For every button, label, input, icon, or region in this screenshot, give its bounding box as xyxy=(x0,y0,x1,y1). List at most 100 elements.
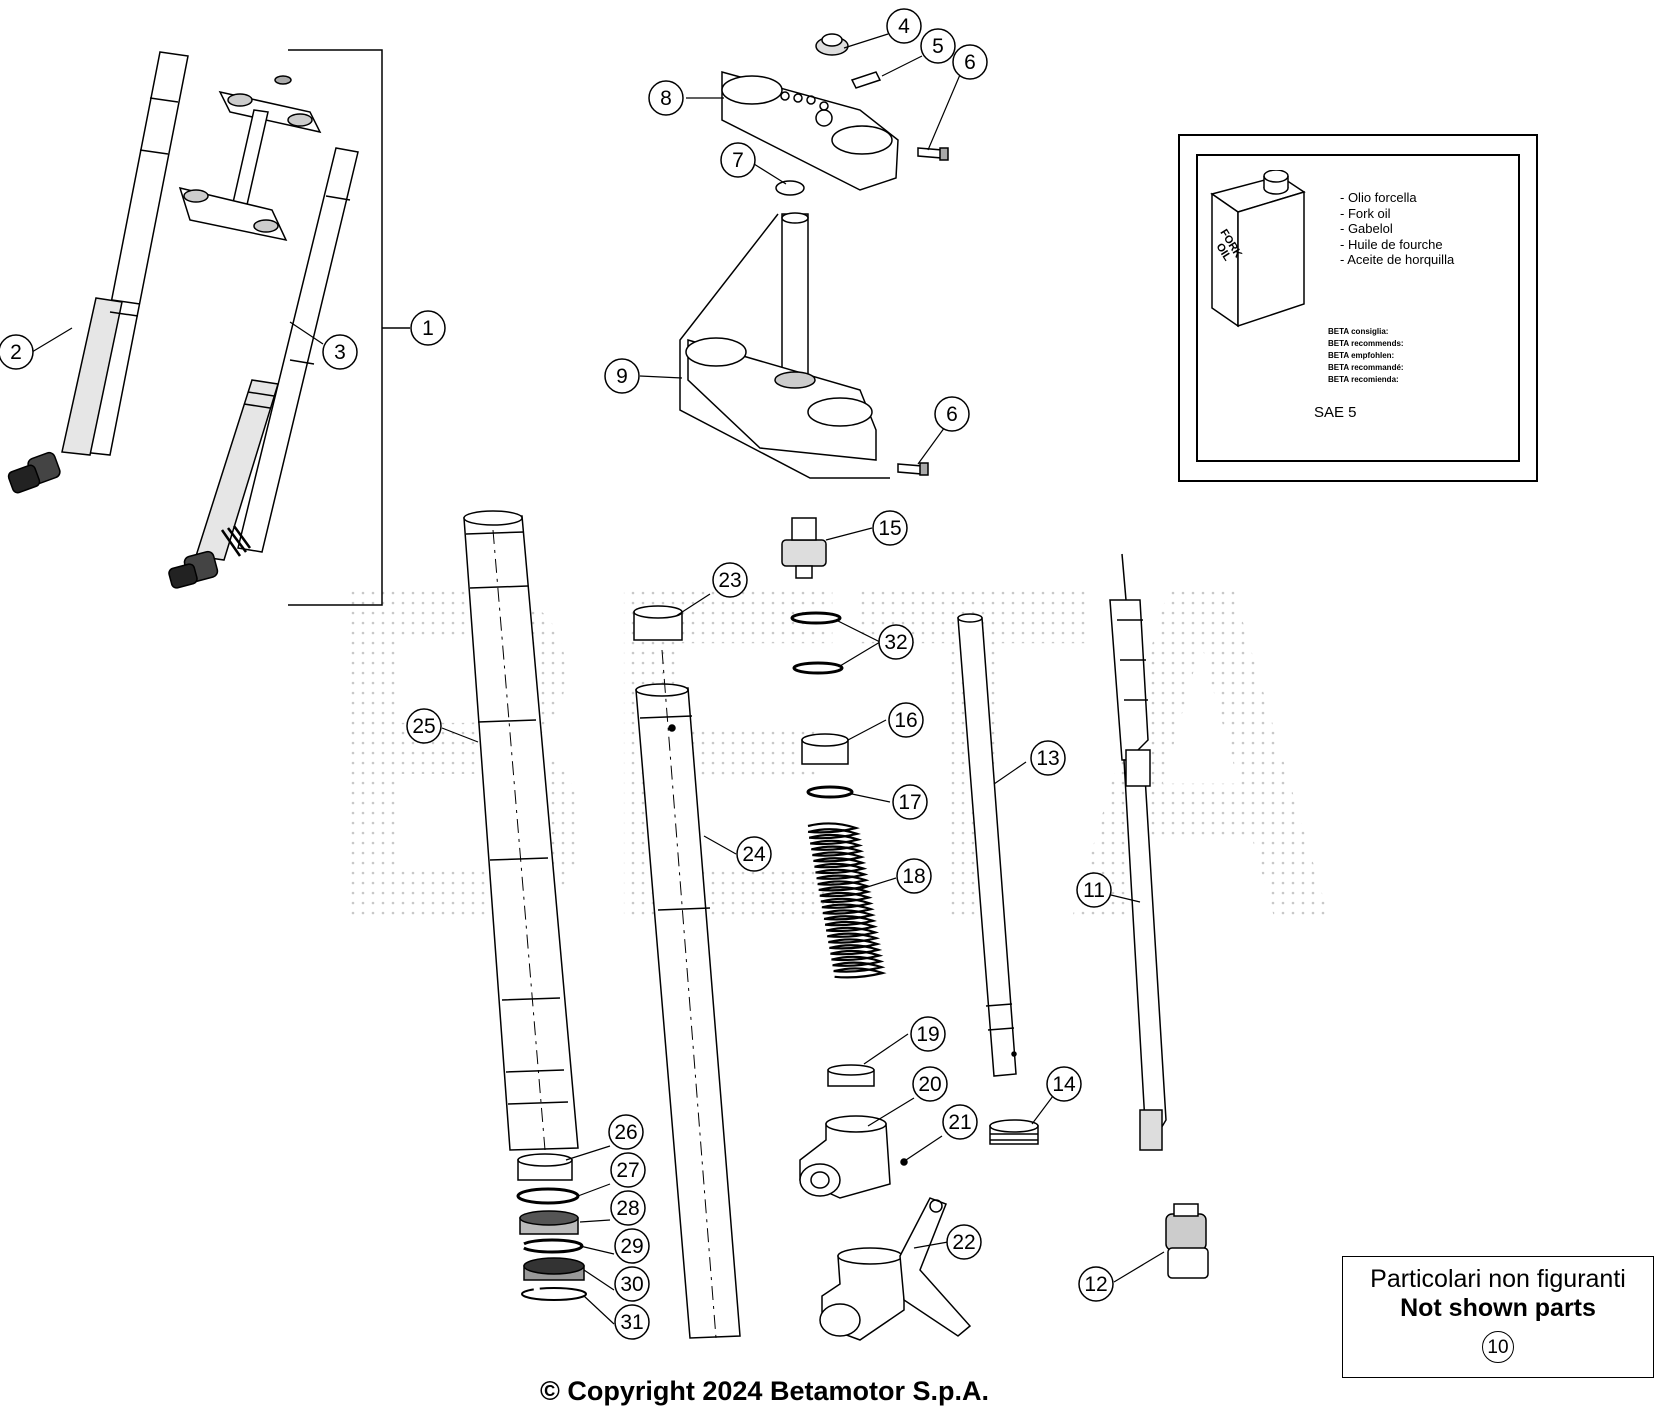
callout-23: 23 xyxy=(712,562,748,598)
callout-25: 25 xyxy=(406,708,442,744)
callouts: 1 2 3 4 5 6 7 8 9 6 15 23 32 16 13 25 17… xyxy=(0,8,1114,1340)
callout-28-label: 28 xyxy=(616,1197,639,1220)
callout-6-upper-label: 6 xyxy=(964,51,976,74)
callout-6-upper: 6 xyxy=(952,44,988,80)
washer-27 xyxy=(516,1187,580,1205)
callout-5-label: 5 xyxy=(932,35,944,58)
callout-5: 5 xyxy=(920,28,956,64)
fork-foot-22 xyxy=(819,1197,972,1341)
callout-23-label: 23 xyxy=(718,569,741,592)
callout-26: 26 xyxy=(608,1114,644,1150)
callout-4-label: 4 xyxy=(898,15,910,38)
clip-29 xyxy=(520,1238,584,1254)
recommends-es: BETA recomienda: xyxy=(1328,375,1399,384)
fork-leg-right xyxy=(168,147,359,589)
recommends-list: BETA consiglia: BETA recommends: BETA em… xyxy=(1328,326,1404,386)
callout-28: 28 xyxy=(610,1190,646,1226)
callout-24-label: 24 xyxy=(742,843,766,866)
callout-32-label: 32 xyxy=(884,631,907,654)
callout-1: 1 xyxy=(410,310,446,346)
callout-7-label: 7 xyxy=(732,149,744,172)
callout-1-label: 1 xyxy=(422,317,434,340)
dust-seal-30 xyxy=(523,1257,585,1281)
oil-name-de: - Gabelol xyxy=(1340,221,1393,236)
washer-32-upper xyxy=(790,611,842,625)
oil-name-en: - Fork oil xyxy=(1340,205,1391,221)
callout-17: 17 xyxy=(892,784,928,820)
callout-19-label: 19 xyxy=(916,1023,939,1046)
callout-10: 10 xyxy=(1482,1331,1514,1363)
cartridge-base xyxy=(1165,1203,1209,1279)
washer-32-lower xyxy=(792,661,844,675)
assembly-bracket xyxy=(288,49,410,606)
callout-8-label: 8 xyxy=(660,87,672,110)
bolt-6-lower xyxy=(897,462,929,476)
recommends-en: BETA recommends: xyxy=(1328,339,1404,348)
callout-9-label: 9 xyxy=(616,365,628,388)
fork-leg-left xyxy=(7,51,189,494)
fork-foot-20 xyxy=(799,1115,891,1199)
oil-names: - Olio forcella - Fork oil - Gabelol - H… xyxy=(1340,190,1454,268)
callout-24: 24 xyxy=(736,836,772,872)
callout-18-label: 18 xyxy=(902,865,925,888)
not-shown-label-en: Not shown parts xyxy=(1400,1294,1596,1322)
callout-14: 14 xyxy=(1046,1066,1082,1102)
callout-32: 32 xyxy=(878,624,914,660)
inner-tube xyxy=(635,649,741,1339)
o-ring xyxy=(775,180,805,196)
callout-14-label: 14 xyxy=(1052,1073,1076,1096)
callout-3: 3 xyxy=(322,334,358,370)
callout-29-label: 29 xyxy=(620,1235,643,1258)
washer-17 xyxy=(806,785,854,799)
callout-15: 15 xyxy=(872,510,908,546)
callout-13: 13 xyxy=(1030,740,1066,776)
callout-12: 12 xyxy=(1078,1266,1114,1302)
copyright-notice: © Copyright 2024 Betamotor S.p.A. xyxy=(540,1376,989,1406)
bolt-5 xyxy=(850,71,882,89)
grub-screw-21 xyxy=(900,1158,908,1166)
damper-tube xyxy=(957,613,1017,1077)
recommends-it: BETA consiglia: xyxy=(1328,327,1389,336)
callout-31: 31 xyxy=(614,1304,650,1340)
callout-12-label: 12 xyxy=(1084,1273,1107,1296)
callout-31-label: 31 xyxy=(620,1311,643,1334)
not-shown-parts-box: Particolari non figuranti Not shown part… xyxy=(1342,1256,1654,1378)
bolt-6-upper xyxy=(917,147,949,161)
callout-17-label: 17 xyxy=(898,791,921,814)
oil-grade: SAE 5 xyxy=(1314,404,1357,421)
callout-30-label: 30 xyxy=(620,1273,643,1296)
oil-can-icon: FORK OIL xyxy=(1210,170,1306,328)
callout-21-label: 21 xyxy=(948,1111,971,1134)
bushing-23 xyxy=(633,605,683,641)
fork-oil-box-inner: FORK OIL - Olio forcella - Fork oil - Ga… xyxy=(1196,154,1520,462)
oil-name-it: - Olio forcella xyxy=(1340,190,1417,205)
callout-20-label: 20 xyxy=(918,1073,941,1096)
spacer-16 xyxy=(801,733,849,765)
ring-14 xyxy=(989,1119,1039,1145)
callout-27: 27 xyxy=(610,1152,646,1188)
ring-19 xyxy=(827,1064,875,1087)
top-nut xyxy=(815,33,849,56)
spring xyxy=(807,822,887,979)
callout-15-label: 15 xyxy=(878,517,901,540)
callout-7: 7 xyxy=(720,142,756,178)
callout-20: 20 xyxy=(912,1066,948,1102)
oil-seal-28 xyxy=(519,1210,579,1235)
callout-3-label: 3 xyxy=(334,341,346,364)
callout-4: 4 xyxy=(886,8,922,44)
callout-29: 29 xyxy=(614,1228,650,1264)
callout-13-label: 13 xyxy=(1036,747,1059,770)
callout-16: 16 xyxy=(888,702,924,738)
callout-21: 21 xyxy=(942,1104,978,1140)
upper-triple-clamp xyxy=(721,71,899,191)
callout-22-label: 22 xyxy=(952,1231,975,1254)
oil-name-es: - Aceite de horquilla xyxy=(1340,252,1455,267)
callout-26-label: 26 xyxy=(614,1121,637,1144)
callout-9: 9 xyxy=(604,358,640,394)
callout-22: 22 xyxy=(946,1224,982,1260)
callout-6-lower-label: 6 xyxy=(946,403,958,426)
callout-2-label: 2 xyxy=(10,341,22,364)
callout-18: 18 xyxy=(896,858,932,894)
callout-11: 11 xyxy=(1076,872,1112,908)
clip-31 xyxy=(521,1287,587,1301)
